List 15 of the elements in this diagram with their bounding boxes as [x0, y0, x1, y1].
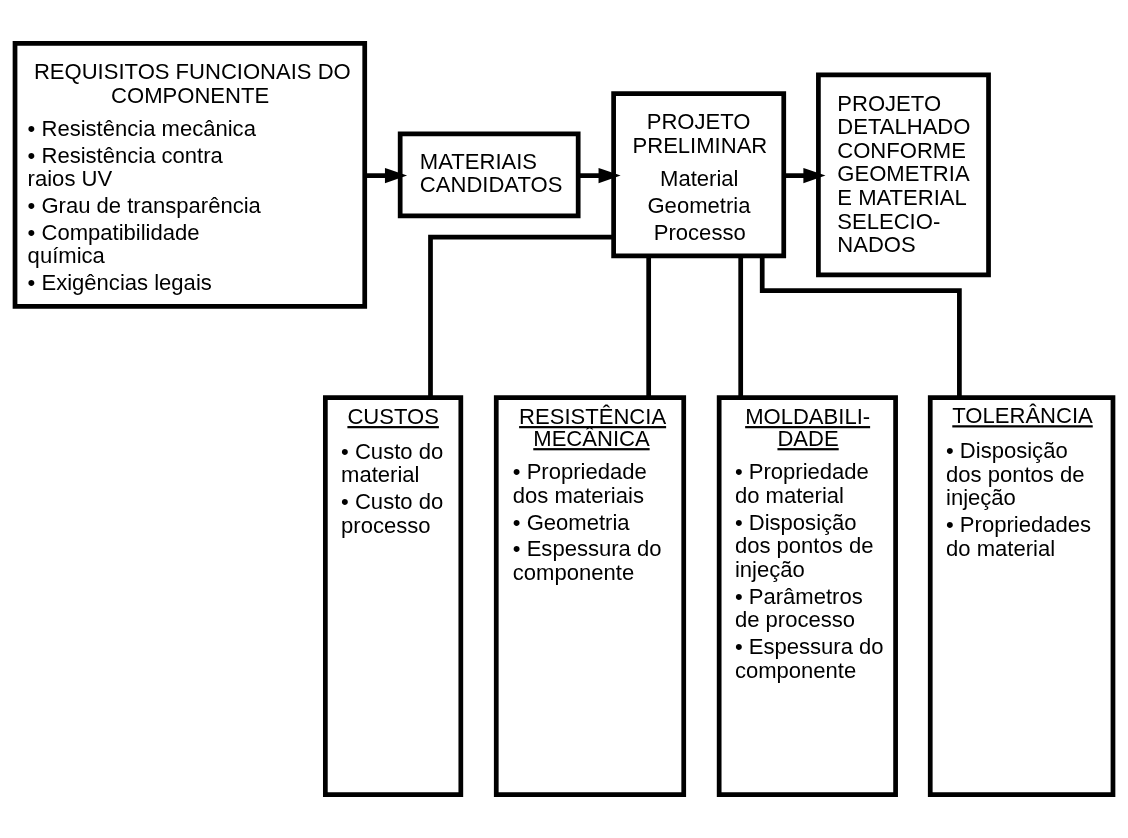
node-box: PROJETO PRELIMINAR Material Geometria Processo — [611, 91, 787, 259]
connector — [428, 234, 614, 398]
arrow — [364, 167, 408, 184]
node-box: MATERIAIS CANDIDATOS — [397, 131, 581, 219]
connector — [759, 256, 962, 398]
node-box: TOLERÂNCIA • Disposição dos pontos de injeção • Propriedades do material — [927, 395, 1116, 798]
connector — [738, 256, 744, 398]
node-box: REQUISITOS FUNCIONAIS DO COMPONENTE • Resistência mecânica • Resistência contra raios UV • Grau de transparência • Compatibilidade química • Exigências legais — [12, 40, 368, 309]
node-box: MOLDABILI- DADE • Propriedade do material • Disposição dos pontos de injeção • Parâmetros de processo • Espessura do componente — [716, 395, 898, 798]
node-box: PROJETO DETALHADO CONFORME GEOMETRIA E MATERIAL SELECIO- NADOS — [816, 72, 991, 278]
connector — [646, 256, 652, 398]
arrow — [783, 167, 826, 184]
node-box: RESISTÊNCIA MECÂNICA • Propriedade dos materiais • Geometria • Espessura do componente — [493, 395, 687, 798]
arrow — [578, 167, 621, 184]
node-box: CUSTOS • Custo do material • Custo do processo — [323, 395, 464, 798]
